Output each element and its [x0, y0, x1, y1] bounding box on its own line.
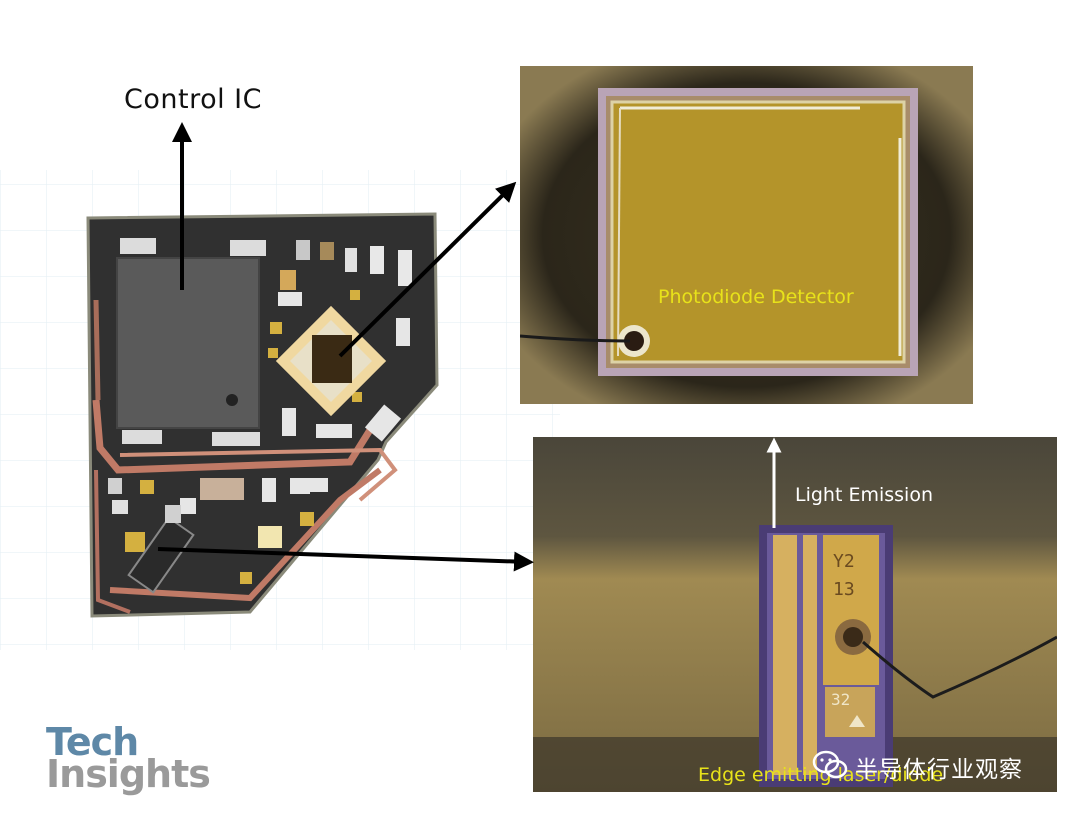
detector-active-area: [610, 100, 906, 364]
laser-micrograph: Y2 13 32: [533, 437, 1057, 792]
bond-wire: [520, 334, 631, 343]
chip-mark-1: Y2: [833, 551, 855, 572]
techinsights-logo-tech: Tech: [46, 720, 139, 764]
light-emission-label: Light Emission: [795, 484, 933, 506]
wechat-icon: [812, 750, 848, 779]
techinsights-logo-insights: Insights: [46, 752, 211, 796]
detector-arrow: [338, 181, 517, 358]
photodiode-micrograph: [520, 66, 973, 404]
bond-wire: [862, 635, 1057, 699]
watermark-text: 半导体行业观察: [855, 757, 1023, 783]
laser-package: [125, 505, 195, 594]
chip-mark-2: 13: [833, 579, 855, 600]
photodiode-detector-label: Photodiode Detector: [658, 286, 854, 308]
control-ic-label: Control IC: [124, 84, 262, 115]
laser-arrow: [157, 547, 534, 572]
chip-mark-3: 32: [831, 690, 850, 709]
edge-emitting-laser-label: Edge emitting laser/diode: [698, 764, 944, 786]
